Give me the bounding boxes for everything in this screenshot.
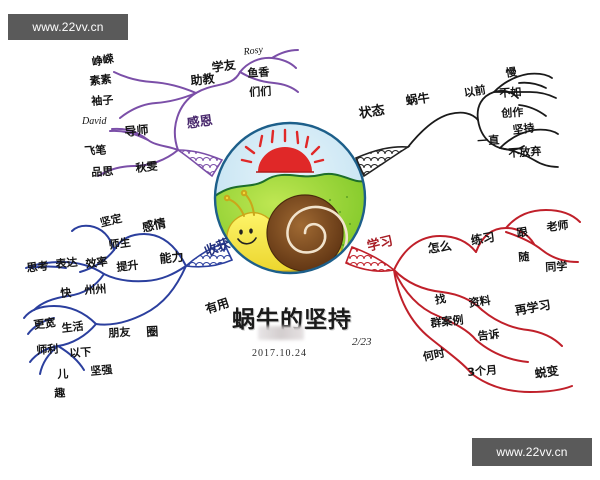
watermark-top: www.22vv.cn	[8, 14, 128, 40]
date-text: 2017.10.24	[252, 348, 307, 359]
snail-face	[237, 228, 257, 245]
watermark-bottom: www.22vv.cn	[472, 438, 592, 466]
node-chuangzuo[interactable]: 创作	[500, 105, 524, 120]
node-er[interactable]: 儿	[56, 367, 69, 381]
node-quan[interactable]: 圈	[145, 324, 159, 339]
node-susu[interactable]: 素素	[88, 72, 113, 88]
shell-spiral	[286, 205, 348, 254]
node-zhouzhou[interactable]: 州州	[83, 282, 107, 297]
branch-harvest-lines[interactable]	[23, 224, 187, 375]
node-menmen[interactable]: 们们	[248, 84, 272, 99]
node-yixia[interactable]: 以下	[68, 345, 92, 360]
center-circle-outline	[213, 121, 367, 275]
node-man[interactable]: 慢	[504, 65, 518, 80]
node-shenghuo[interactable]: 生活	[60, 319, 85, 335]
node-qiuwen[interactable]: 秋雯	[134, 159, 159, 175]
node-gengkuan[interactable]: 更宽	[32, 315, 57, 332]
node-shili[interactable]: 师利	[35, 342, 59, 357]
node-sikao[interactable]: 思考	[25, 259, 50, 275]
node-feibi[interactable]: 飞笔	[83, 143, 107, 158]
sun-rays-icon	[240, 128, 325, 164]
node-sui[interactable]: 随	[517, 250, 530, 264]
node-qunanli[interactable]: 群案例	[429, 313, 465, 330]
trunk-gratitude[interactable]	[175, 149, 224, 178]
branch-study-lines[interactable]	[393, 208, 581, 394]
node-zenme[interactable]: 怎么	[426, 238, 453, 256]
node-gaosu[interactable]: 告诉	[476, 327, 501, 343]
node-xueyou[interactable]: 学友	[210, 57, 237, 75]
sun-icon	[258, 147, 312, 172]
node-jianchi[interactable]: 坚持	[511, 121, 536, 137]
node-bufangqi[interactable]: 不放弃	[507, 144, 542, 160]
node-buru[interactable]: 不如	[498, 85, 522, 100]
page-number: 2/23	[352, 336, 372, 348]
node-shisheng[interactable]: 师生	[107, 235, 132, 252]
node-kuai[interactable]: 快	[59, 286, 72, 300]
node-woniu[interactable]: 蜗牛	[404, 90, 431, 108]
node-xiaolv[interactable]: 效率	[84, 254, 109, 271]
node-tisheng[interactable]: 提升	[115, 258, 140, 274]
branch-label-state[interactable]: 状态	[357, 102, 386, 122]
node-pengyou[interactable]: 朋友	[107, 325, 131, 340]
node-tuibian[interactable]: 蜕变	[533, 363, 560, 381]
node-yizhi[interactable]: 一直	[476, 133, 500, 148]
node-yiqian[interactable]: 以前	[462, 83, 487, 100]
node-zhao[interactable]: 找	[433, 292, 447, 307]
node-qu[interactable]: 趣	[53, 386, 66, 400]
node-yuxiang[interactable]: 鱼香	[246, 65, 270, 80]
node-nengli[interactable]: 能力	[158, 249, 185, 266]
node-david[interactable]: David	[82, 116, 107, 127]
node-daoshi[interactable]: 导师	[123, 122, 150, 139]
snail-antennae	[223, 189, 255, 217]
trunk-state[interactable]	[354, 146, 411, 178]
node-tongxue[interactable]: 同学	[544, 259, 568, 274]
node-pinsi[interactable]: 品思	[90, 164, 114, 179]
redacted-smudge	[258, 326, 304, 340]
branch-label-gratitude[interactable]: 感恩	[185, 113, 214, 132]
node-ziliao[interactable]: 资料	[467, 293, 492, 310]
branch-gratitude-lines[interactable]	[97, 49, 299, 177]
node-laoshi[interactable]: 老师	[545, 218, 570, 234]
node-zhujiao[interactable]: 助教	[189, 71, 216, 88]
center-snail-illustration	[213, 121, 367, 275]
node-zhengrong[interactable]: 峥嵘	[90, 52, 115, 69]
node-xiuzi[interactable]: 袖子	[90, 93, 114, 108]
node-gen[interactable]: 跟	[515, 225, 529, 240]
node-biaoda[interactable]: 表达	[54, 255, 79, 271]
branch-state-lines[interactable]	[407, 72, 559, 168]
node-jianqiang[interactable]: 坚强	[89, 363, 113, 378]
node-sangeyue[interactable]: 3个月	[466, 363, 498, 379]
